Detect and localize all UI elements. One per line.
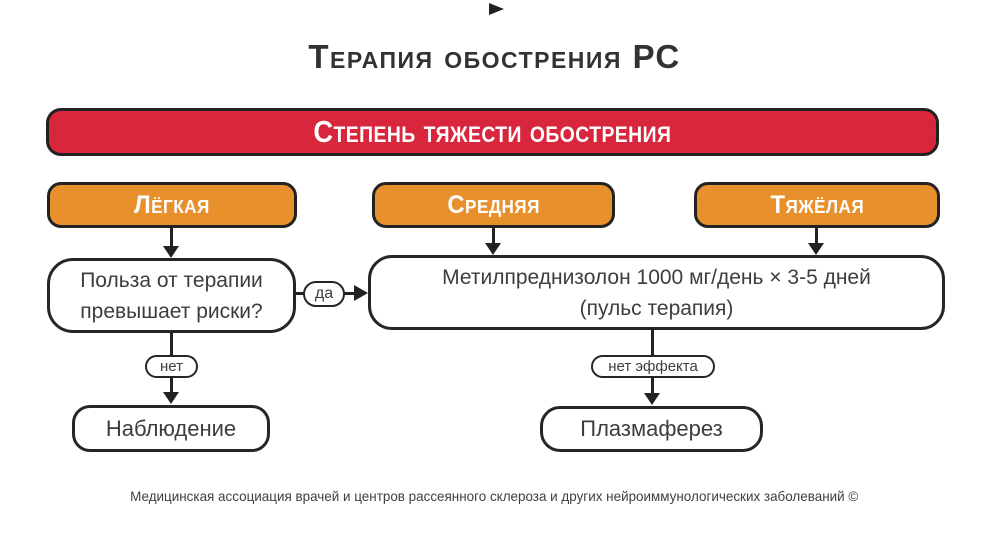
yes-pill: да [303,281,345,307]
severity-banner: Степень тяжести обострения [46,108,939,156]
treatment-box: Метилпреднизолон 1000 мг/день × 3-5 дней… [368,255,945,330]
severity-medium-label: Средняя [447,190,540,219]
severity-light-label: Лёгкая [134,190,210,219]
severity-box-medium: Средняя [372,182,615,228]
arrow-down-icon-medium [485,243,501,255]
footer-credit-text: Медицинская ассоциация врачей и центров … [130,488,859,504]
severity-banner-label: Степень тяжести обострения [313,114,672,149]
no-label: нет [160,358,183,375]
arrow-line-medium [492,228,495,244]
page-title: Терапия обострения РС [308,38,681,75]
footer-credit: Медицинская ассоциация врачей и центров … [0,488,989,504]
treatment-line1: Метилпреднизолон 1000 мг/день × 3-5 дней [442,265,871,289]
severity-box-light: Лёгкая [47,182,297,228]
severity-box-severe: Тяжёлая [694,182,940,228]
arrow-down-icon-light [163,246,179,258]
arrow-line-severe [815,228,818,244]
arrow-line-light [170,228,173,247]
no-effect-pill: нет эффекта [591,355,715,378]
no-effect-label: нет эффекта [608,358,698,375]
question-line2: превышает риски? [80,299,263,323]
yes-line-left [294,292,305,295]
no-effect-line-bottom [651,376,654,393]
play-triangle-icon [489,3,504,15]
plasmapheresis-label: Плазмаферез [580,416,723,441]
question-box: Польза от терапии превышает риски? [47,258,296,333]
severity-severe-label: Тяжёлая [770,190,864,219]
no-line-bottom [170,376,173,393]
no-effect-line-top [651,329,654,357]
question-line1: Польза от терапии [80,268,263,292]
arrow-down-icon-no [163,392,179,404]
plasmapheresis-box: Плазмаферез [540,406,763,452]
yes-label: да [314,285,334,302]
yes-line-right [344,292,356,295]
arrow-right-icon-yes [354,285,368,301]
treatment-line2: (пульс терапия) [579,296,734,320]
no-line-top [170,331,173,357]
arrow-down-icon-severe [808,243,824,255]
no-pill: нет [145,355,198,378]
observation-label: Наблюдение [105,415,237,441]
observation-box: Наблюдение [72,405,270,452]
arrow-down-icon-no-effect [644,393,660,405]
